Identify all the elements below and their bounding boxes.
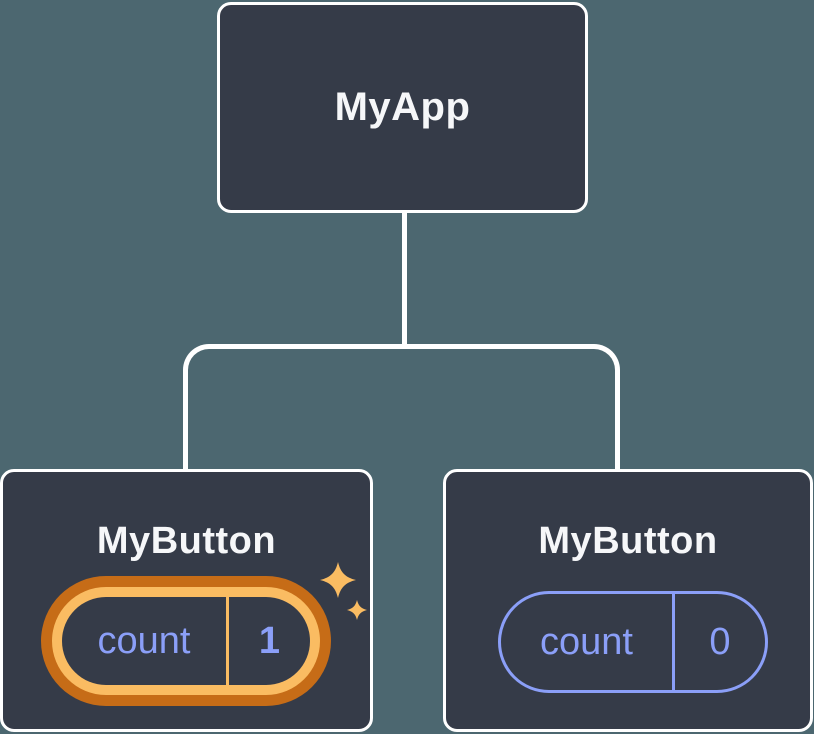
state-pill-body: count 1 <box>62 597 310 685</box>
state-pill-highlight-ring: count 1 <box>52 587 320 695</box>
state-pill-highlighted: count 1 <box>41 576 331 706</box>
state-pill: count 0 <box>498 591 768 693</box>
connector-stem <box>402 211 407 348</box>
node-myapp-label: MyApp <box>334 85 471 129</box>
node-myapp: MyApp <box>217 2 588 213</box>
pill-divider <box>672 594 675 690</box>
connector-branch <box>183 344 620 469</box>
state-key: count <box>540 620 633 663</box>
node-mybutton-plain: MyButton count 0 <box>443 469 813 732</box>
node-mybutton-highlighted: MyButton count 1 <box>0 469 373 732</box>
node-mybutton-label: MyButton <box>96 520 277 562</box>
sparkles-icon <box>320 562 367 620</box>
pill-divider <box>226 597 229 685</box>
node-mybutton-label: MyButton <box>538 520 718 562</box>
state-key: count <box>97 619 191 662</box>
state-value: 1 <box>258 619 281 662</box>
state-value: 0 <box>709 620 731 663</box>
